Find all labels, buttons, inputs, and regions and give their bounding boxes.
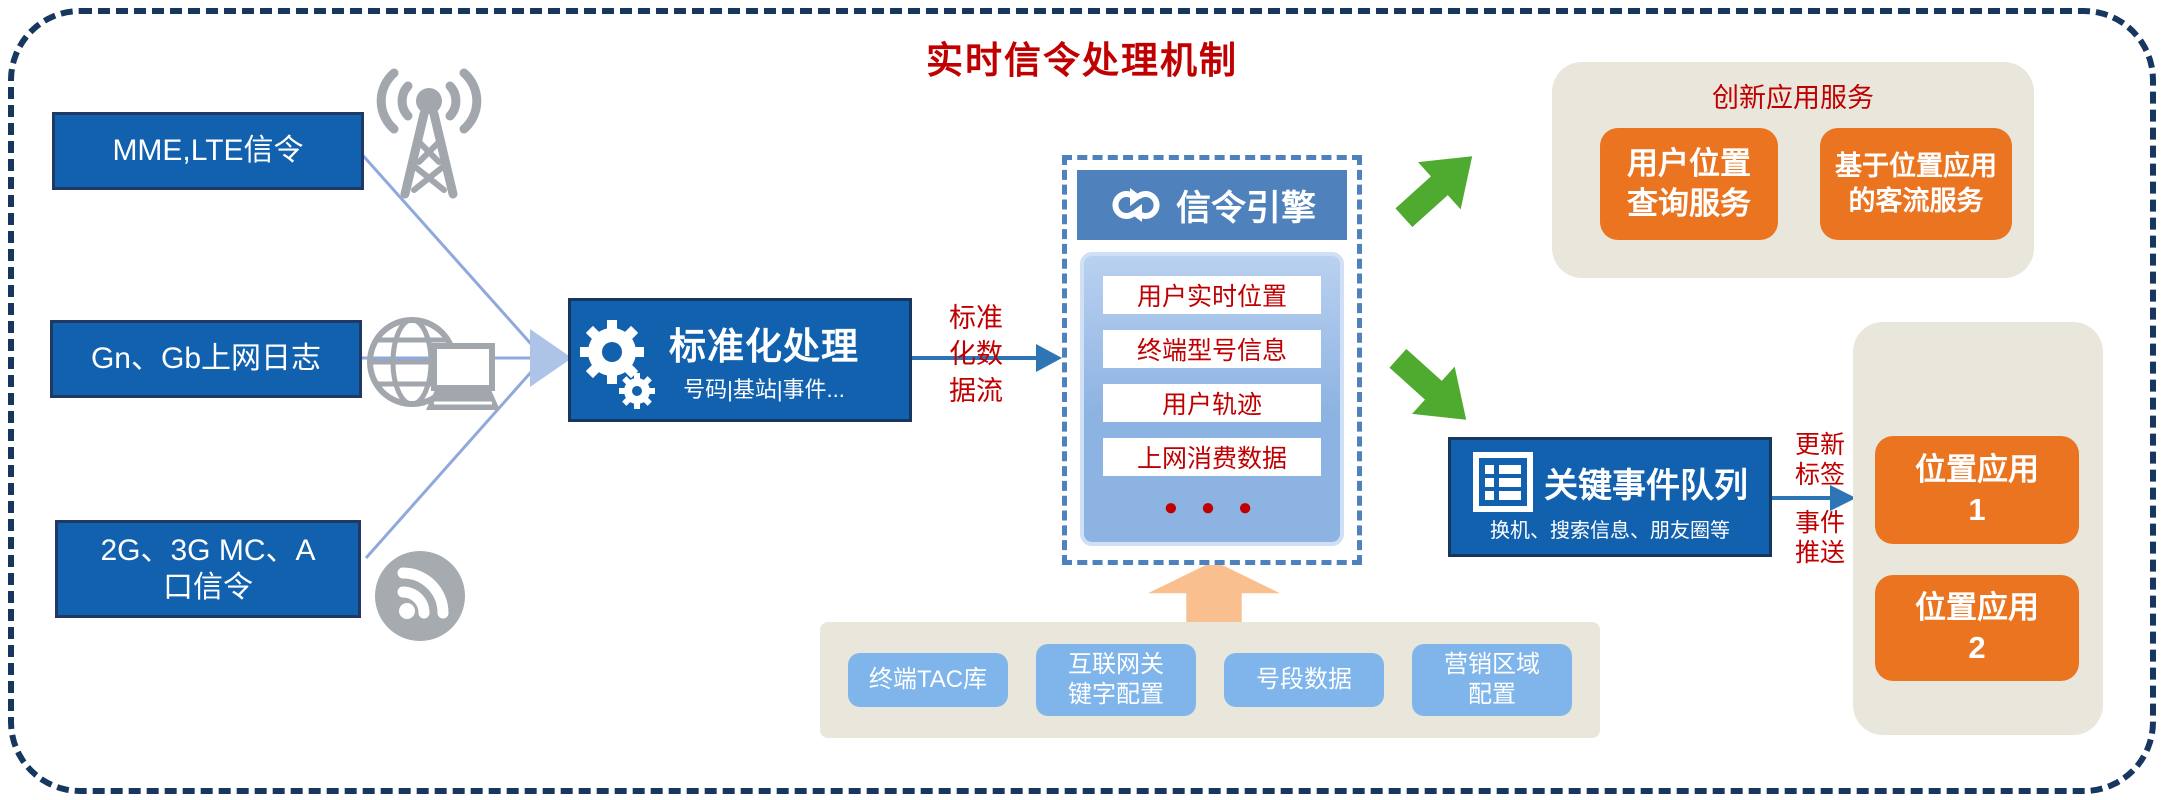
antenna-icon bbox=[368, 60, 490, 207]
engine-item-label: 上网消费数据 bbox=[1136, 445, 1287, 473]
config-band: 终端TAC库 互联网关 键字配置 号段数据 营销区域 配置 bbox=[820, 622, 1600, 738]
standardize-box: 标准化处理 号码|基站|事件... bbox=[568, 298, 912, 422]
list-icon bbox=[1473, 452, 1533, 512]
page-title: 实时信令处理机制 bbox=[926, 40, 1238, 81]
config-marketing-region-label: 营销区域 配置 bbox=[1444, 651, 1540, 708]
engine-item-label: 用户轨迹 bbox=[1161, 391, 1262, 419]
source-2g-3g: 2G、3G MC、A 口信令 bbox=[55, 520, 361, 618]
engine-item: 用户实时位置 bbox=[1103, 276, 1321, 314]
config-keyword-label: 互联网关 键字配置 bbox=[1068, 651, 1164, 708]
engine-item: 用户轨迹 bbox=[1103, 384, 1321, 422]
service-user-location: 用户位置 查询服务 bbox=[1600, 128, 1778, 240]
config-tac-db-label: 终端TAC库 bbox=[868, 666, 988, 693]
source-gn-gb: Gn、Gb上网日志 bbox=[50, 320, 362, 398]
flow-label: 标准 化数 据流 bbox=[949, 303, 1003, 406]
config-keyword: 互联网关 键字配置 bbox=[1036, 644, 1196, 716]
innovation-panel: 创新应用服务 用户位置 查询服务 基于位置应用 的客流服务 bbox=[1552, 62, 2034, 278]
location-app-2-label: 位置应用 2 bbox=[1915, 589, 2039, 665]
engine-item: 上网消费数据 bbox=[1103, 438, 1321, 476]
source-2g-3g-label: 2G、3G MC、A 口信令 bbox=[100, 533, 316, 605]
signaling-engine-box: 信令引擎 用户实时位置 终端型号信息 用户轨迹 上网消费数据 ● ● ● bbox=[1062, 155, 1362, 565]
config-marketing-region: 营销区域 配置 bbox=[1412, 644, 1572, 716]
key-event-queue-box: 关键事件队列 换机、搜索信息、朋友圈等 bbox=[1448, 437, 1772, 557]
location-app-1-label: 位置应用 1 bbox=[1915, 451, 2039, 527]
event-push-label: 事件 推送 bbox=[1794, 509, 1845, 567]
service-passenger-flow-label: 基于位置应用 的客流服务 bbox=[1835, 150, 1997, 216]
source-mme-lte-label: MME,LTE信令 bbox=[112, 134, 304, 168]
engine-ellipsis: ● ● ● bbox=[1163, 494, 1261, 521]
innovation-title: 创新应用服务 bbox=[1712, 83, 1874, 113]
source-gn-gb-label: Gn、Gb上网日志 bbox=[90, 342, 322, 376]
config-tac-db: 终端TAC库 bbox=[848, 653, 1008, 707]
engine-header: 信令引擎 bbox=[1077, 170, 1347, 240]
sync-loop-icon bbox=[1112, 188, 1160, 222]
service-user-location-label: 用户位置 查询服务 bbox=[1627, 145, 1751, 221]
converge-arrowhead-icon bbox=[530, 329, 572, 387]
engine-item: 终端型号信息 bbox=[1103, 330, 1321, 368]
service-passenger-flow: 基于位置应用 的客流服务 bbox=[1820, 128, 2012, 240]
config-number-segment-label: 号段数据 bbox=[1256, 666, 1352, 693]
flow-arrowhead-icon bbox=[1036, 344, 1062, 372]
queue-out-arrowhead-icon bbox=[1830, 485, 1856, 511]
engine-panel: 用户实时位置 终端型号信息 用户轨迹 上网消费数据 ● ● ● bbox=[1080, 252, 1344, 546]
queue-title: 关键事件队列 bbox=[1544, 466, 1748, 505]
config-number-segment: 号段数据 bbox=[1224, 653, 1384, 707]
source-mme-lte: MME,LTE信令 bbox=[52, 112, 364, 190]
engine-item-label: 用户实时位置 bbox=[1136, 283, 1287, 311]
queue-subtitle: 换机、搜索信息、朋友圈等 bbox=[1490, 520, 1730, 542]
gears-icon bbox=[580, 320, 655, 409]
rss-icon bbox=[372, 548, 468, 649]
standardize-subtitle: 号码|基站|事件... bbox=[683, 377, 845, 402]
update-tag-label: 更新 标签 bbox=[1794, 431, 1845, 489]
location-apps-panel: 位置应用 1 位置应用 2 bbox=[1853, 322, 2103, 735]
standardize-title: 标准化处理 bbox=[669, 326, 859, 367]
location-app-2: 位置应用 2 bbox=[1875, 575, 2079, 681]
engine-item-label: 终端型号信息 bbox=[1136, 337, 1287, 365]
location-app-1: 位置应用 1 bbox=[1875, 436, 2079, 544]
globe-laptop-icon bbox=[360, 310, 505, 430]
engine-title: 信令引擎 bbox=[1175, 188, 1316, 228]
